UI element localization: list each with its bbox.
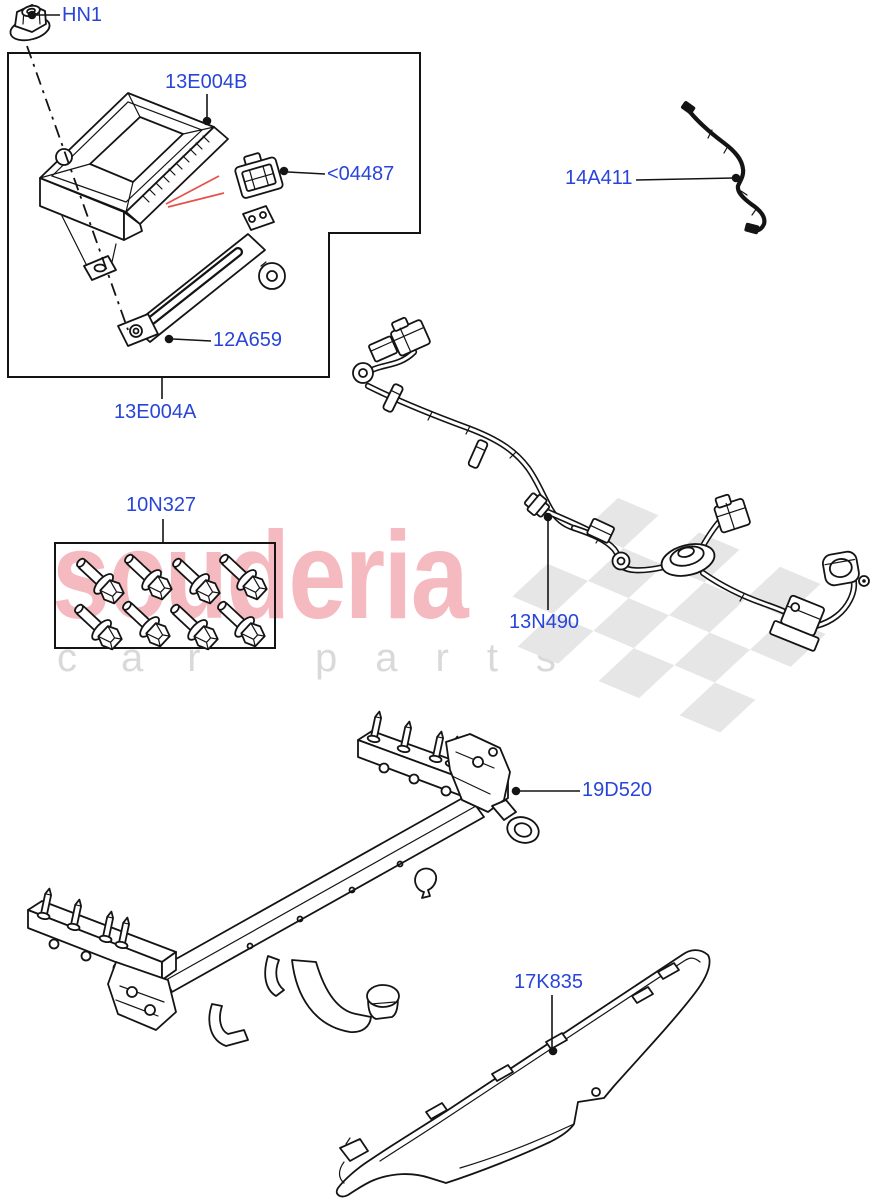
tagline-watermark-car: car (57, 636, 245, 680)
diagnostic-connector-drawing (234, 152, 284, 199)
trailer-harness-drawing (352, 316, 870, 652)
mounting-bracket-drawing (117, 205, 286, 347)
module-kit-box-outline (7, 52, 421, 378)
towbar-assembly-drawing (27, 709, 540, 1047)
part-label-13e004a[interactable]: 13E004A (114, 401, 197, 423)
part-label-13e004b[interactable]: 13E004B (165, 71, 248, 93)
tow-eye-drawing (491, 799, 540, 844)
tow-ball-drawing (291, 959, 400, 1033)
part-label-19d520[interactable]: 19D520 (582, 779, 653, 801)
part-label-04487[interactable]: <04487 (327, 163, 395, 185)
leader-lines (27, 10, 741, 1056)
brand-watermark: scuderia (52, 507, 469, 645)
part-label-hn1[interactable]: HN1 (62, 4, 103, 26)
bolt-kit-bolts-drawing (67, 546, 272, 655)
part-label-14a411[interactable]: 14A411 (565, 167, 633, 189)
tagline-watermark: car parts (0, 638, 880, 688)
bolt-kit-box-outline (54, 542, 276, 649)
hn1-alignment-dashed-line (26, 45, 129, 331)
part-label-12a659[interactable]: 12A659 (213, 329, 282, 351)
tagline-watermark-parts: parts (315, 636, 594, 680)
part-label-17k835[interactable]: 17K835 (514, 971, 583, 993)
jumper-wire-drawing (681, 101, 767, 235)
hn1-nut-drawing (9, 4, 51, 42)
pin-pointer-lines (165, 175, 225, 208)
ecu-module-drawing (39, 92, 229, 281)
part-label-10n327[interactable]: 10N327 (126, 494, 197, 516)
grommet-drawing (660, 543, 716, 577)
part-label-13n490[interactable]: 13N490 (509, 611, 580, 633)
